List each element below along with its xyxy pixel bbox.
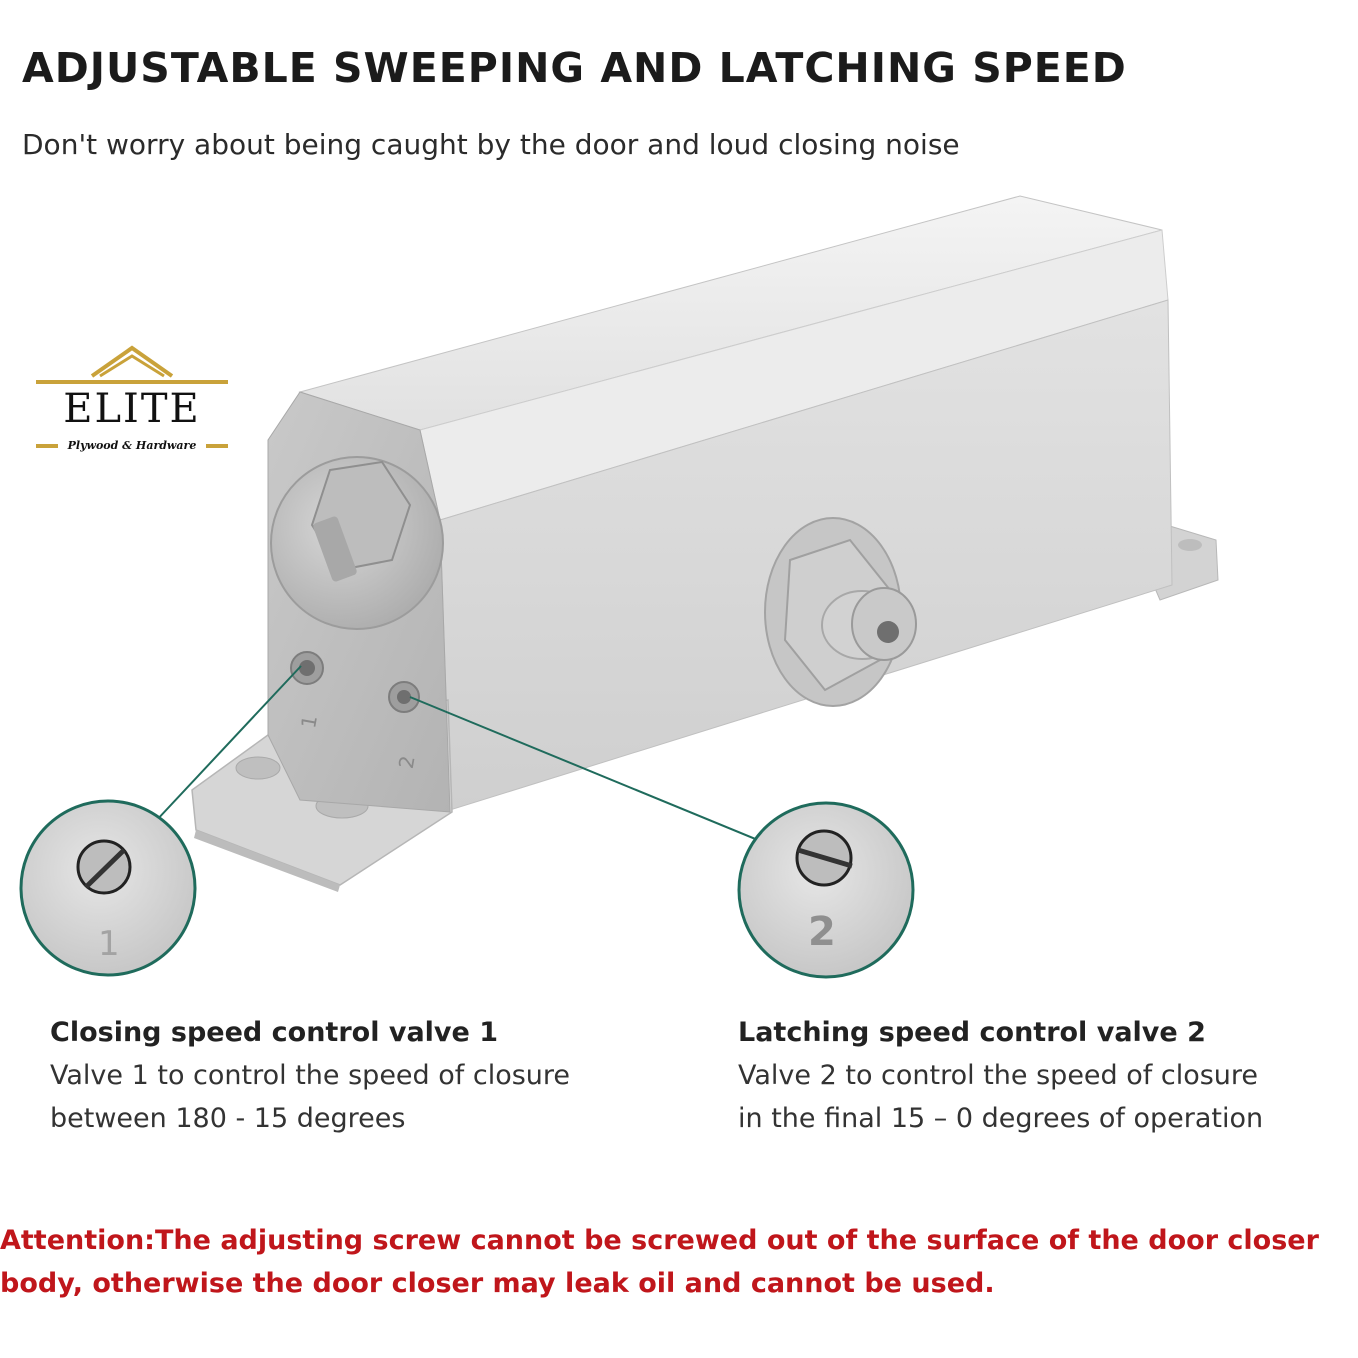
valve-1-title: Closing speed control valve 1 [50, 1017, 499, 1048]
valve-1-description-line2: between 180 - 15 degrees [50, 1103, 406, 1134]
callout-line-2 [409, 696, 771, 846]
valve-1-description-line1: Valve 1 to control the speed of closure [50, 1060, 571, 1091]
valve-2-screw [388, 681, 420, 713]
attention-line2: body, otherwise the door closer may leak… [0, 1268, 995, 1299]
valve-2-title: Latching speed control valve 2 [738, 1017, 1206, 1048]
valve-2-caption: Latching speed control valve 2 Valve 2 t… [738, 1017, 1263, 1140]
svg-text:2: 2 [808, 909, 836, 955]
roof-icon [36, 345, 228, 448]
svg-text:2: 2 [394, 754, 420, 771]
valve-1-zoom-circle: 1 [19, 799, 197, 977]
valve-2-description-line2: in the final 15 – 0 degrees of operation [738, 1103, 1264, 1134]
attention-line1: Attention:The adjusting screw cannot be … [0, 1225, 1319, 1256]
logo-tagline: Plywood & Hardware [67, 439, 197, 452]
elite-logo: ELITE Plywood & Hardware [34, 342, 230, 458]
valve-1-screw [290, 651, 324, 685]
valve-2-zoom-circle: 2 [737, 801, 915, 979]
page-title: ADJUSTABLE SWEEPING AND LATCHING SPEED [22, 44, 1127, 92]
page-subtitle: Don't worry about being caught by the do… [22, 128, 960, 161]
side-adjustment-nut [764, 517, 917, 707]
valve-2-description-line1: Valve 2 to control the speed of closure [738, 1060, 1259, 1091]
logo-wordmark: ELITE [63, 386, 201, 432]
svg-text:1: 1 [98, 924, 120, 964]
callout-line-1 [139, 665, 302, 839]
attention-note: Attention:The adjusting screw cannot be … [0, 1219, 1319, 1305]
svg-text:1: 1 [296, 713, 322, 730]
valve-1-caption: Closing speed control valve 1 Valve 1 to… [50, 1017, 570, 1140]
